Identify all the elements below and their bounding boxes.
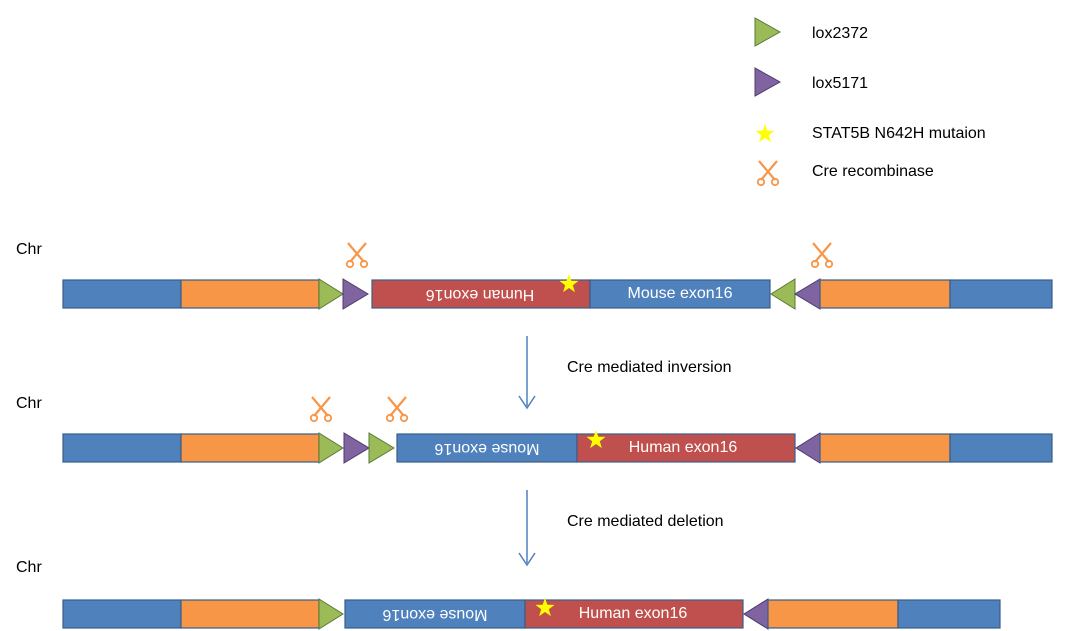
row-1-lox2372-right bbox=[770, 278, 796, 310]
row-1-scissors-left-icon bbox=[345, 241, 369, 269]
row-1-human-exon-box bbox=[371, 279, 591, 309]
row-2-mouse-exon-box bbox=[396, 433, 578, 463]
row-3-flank-right-orange bbox=[767, 599, 899, 629]
row-2-chr-label: Chr bbox=[16, 395, 42, 412]
legend: lox2372 lox5171 STAT5B N642H mutaion Cre… bbox=[754, 17, 986, 187]
row-1-flank-left-blue bbox=[62, 279, 182, 309]
row-3-human-exon-label: Human exon16 bbox=[579, 605, 688, 622]
row-3-human-exon-box bbox=[524, 599, 744, 629]
row-1-flank-left-orange bbox=[180, 279, 320, 309]
legend-lox2372-label: lox2372 bbox=[812, 25, 868, 42]
row-2-human-exon-box bbox=[576, 433, 796, 463]
row-1-human-exon-label: Human exon16 bbox=[426, 286, 535, 303]
row-2-mouse-exon-label: Mouse exon16 bbox=[434, 440, 539, 457]
row-1-lox5171-left bbox=[342, 278, 369, 310]
row-1-flank-right-blue bbox=[949, 279, 1053, 309]
row-2-lox2372-middle bbox=[368, 432, 395, 464]
lox2372-legend-icon bbox=[754, 17, 782, 47]
legend-lox5171-label: lox5171 bbox=[812, 75, 868, 92]
row-2-lox5171-right bbox=[795, 432, 821, 464]
legend-mutation-label: STAT5B N642H mutaion bbox=[812, 125, 986, 142]
row-2-flank-left-blue bbox=[62, 433, 182, 463]
inversion-arrow-head bbox=[518, 395, 536, 410]
row-1-construct: Chr Human exon16 Mouse exon16 bbox=[16, 241, 1053, 310]
legend-cre-label: Cre recombinase bbox=[812, 163, 934, 180]
row-3-lox5171-right bbox=[743, 598, 769, 630]
lox5171-legend-icon bbox=[754, 67, 782, 97]
row-3-flank-right-blue bbox=[897, 599, 1001, 629]
row-2-human-exon-label: Human exon16 bbox=[629, 439, 738, 456]
row-1-lox5171-right bbox=[794, 278, 821, 310]
star-legend-icon bbox=[755, 124, 775, 143]
row-3-mouse-exon-label: Mouse exon16 bbox=[382, 606, 487, 623]
row-1-lox2372-left bbox=[318, 278, 344, 310]
row-2-construct: Chr Mouse exon16 Human exon16 bbox=[16, 395, 1053, 464]
row-2-lox5171-left bbox=[343, 432, 370, 464]
row-2-flank-right-blue bbox=[949, 433, 1053, 463]
row-2-scissors-right-icon bbox=[385, 395, 409, 423]
row-3-flank-left-blue bbox=[62, 599, 182, 629]
inversion-step-label: Cre mediated inversion bbox=[567, 359, 732, 376]
row-3-flank-left-orange bbox=[180, 599, 320, 629]
row-3-lox2372-left bbox=[318, 598, 344, 630]
row-3-construct: Chr Mouse exon16 Human exon16 bbox=[16, 559, 1001, 630]
row-1-flank-right-orange bbox=[819, 279, 951, 309]
deletion-step-label: Cre mediated deletion bbox=[567, 513, 724, 530]
row-2-lox2372-left bbox=[318, 432, 344, 464]
deletion-arrow-head bbox=[518, 552, 536, 567]
scissors-legend-icon bbox=[756, 159, 780, 187]
row-1-scissors-right-icon bbox=[810, 241, 834, 269]
row-1-mouse-exon-box bbox=[589, 279, 771, 309]
row-1-mouse-exon-label: Mouse exon16 bbox=[628, 285, 733, 302]
row-3-chr-label: Chr bbox=[16, 559, 42, 576]
row-2-scissors-left-icon bbox=[309, 395, 333, 423]
row-2-flank-left-orange bbox=[180, 433, 320, 463]
row-1-chr-label: Chr bbox=[16, 241, 42, 258]
row-2-flank-right-orange bbox=[819, 433, 951, 463]
